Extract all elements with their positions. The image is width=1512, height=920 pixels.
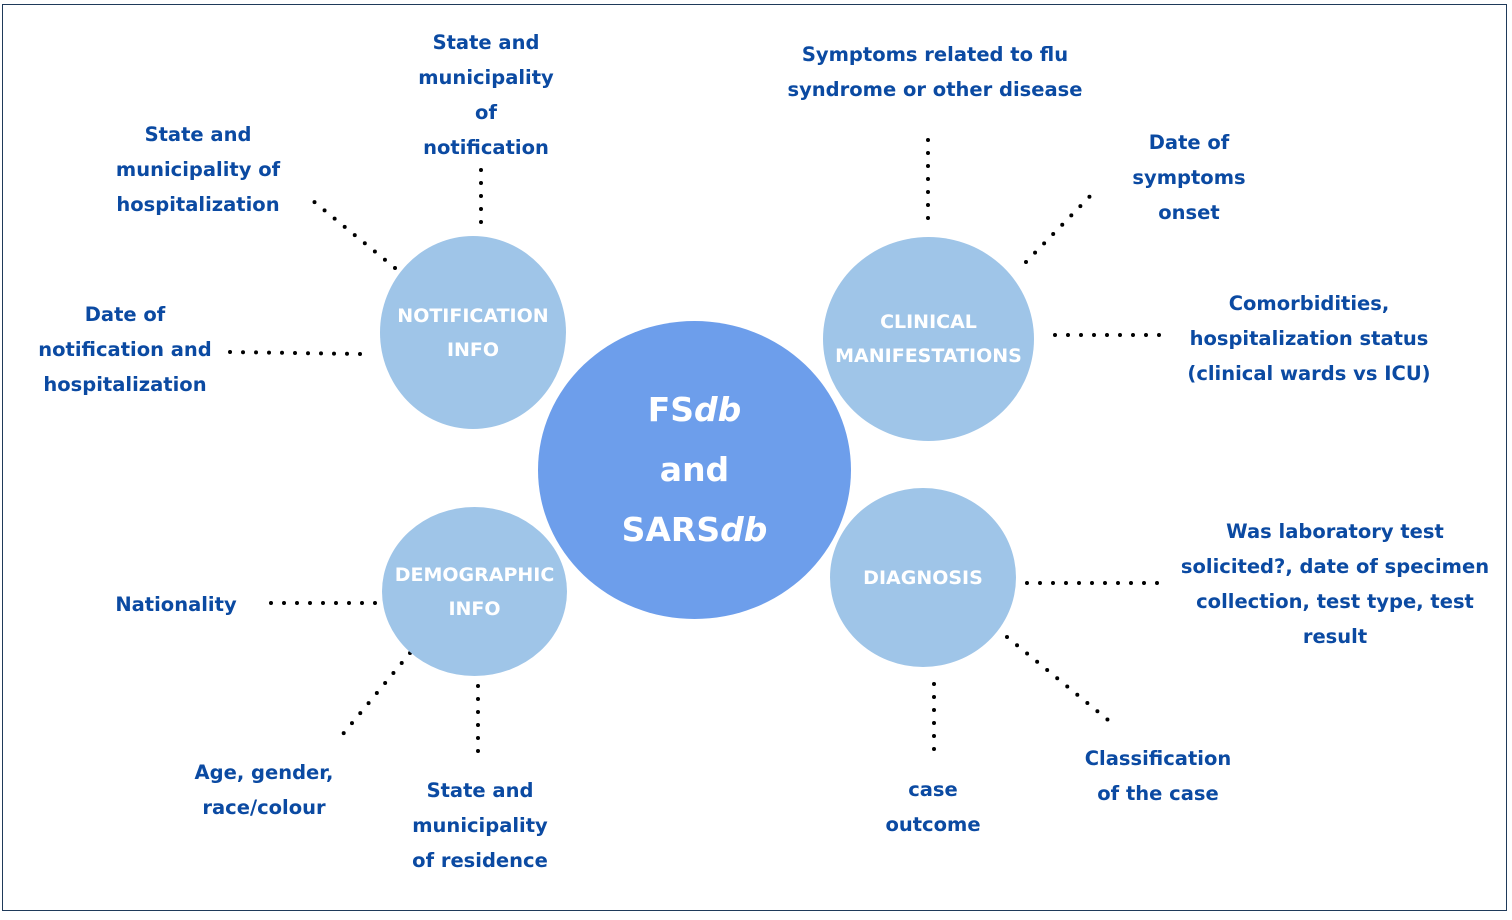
label-notification-state: State and municipality of notification [418, 31, 554, 159]
label-symptoms: Symptoms related to flu syndrome or othe… [787, 43, 1083, 101]
center-line-3: SARSdb [621, 510, 768, 549]
clinical-manifestations-line-2: MANIFESTATIONS [835, 345, 1022, 367]
central-database-circle: FSdb and SARSdb [538, 321, 851, 619]
diagnosis-line-1: DIAGNOSIS [863, 566, 983, 589]
connector-symptoms-onset [1024, 188, 1098, 264]
label-comorbidities: Comorbidities, hospitalization status (c… [1187, 292, 1431, 385]
clinical-manifestations-line-1: CLINICAL [880, 311, 977, 333]
connector-classification [1005, 635, 1110, 722]
label-classification: Classification of the case [1084, 747, 1232, 805]
notification-info-circle: NOTIFICATION INFO [380, 236, 566, 429]
label-hospitalization-state: State and municipality of hospitalizatio… [115, 123, 281, 216]
demographic-info-line-2: INFO [448, 597, 501, 620]
diagnosis-circle: DIAGNOSIS [830, 488, 1016, 667]
connector-notification-date [228, 350, 362, 356]
label-symptoms-onset: Date of symptoms onset [1132, 131, 1246, 224]
center-line-1: FSdb [647, 390, 742, 429]
label-lab-test: Was laboratory test solicited?, date of … [1180, 520, 1490, 648]
clinical-manifestations-circle: CLINICAL MANIFESTATIONS [823, 237, 1034, 441]
label-nationality: Nationality [115, 593, 237, 616]
label-residence: State and municipality of residence [412, 779, 548, 872]
demographic-info-circle: DEMOGRAPHIC INFO [382, 507, 567, 676]
label-notification-date: Date of notification and hospitalization [38, 303, 212, 396]
connector-hospitalization-state [305, 194, 397, 270]
diagram-frame [2, 4, 1507, 911]
center-line-2: and [659, 450, 730, 489]
connector-age-gender [336, 651, 412, 742]
notification-info-line-2: INFO [446, 338, 500, 361]
notification-info-line-1: NOTIFICATION [397, 304, 549, 327]
demographic-info-line-1: DEMOGRAPHIC [394, 563, 555, 586]
label-case-outcome: case outcome [885, 778, 981, 836]
label-age-gender: Age, gender, race/colour [194, 761, 334, 819]
